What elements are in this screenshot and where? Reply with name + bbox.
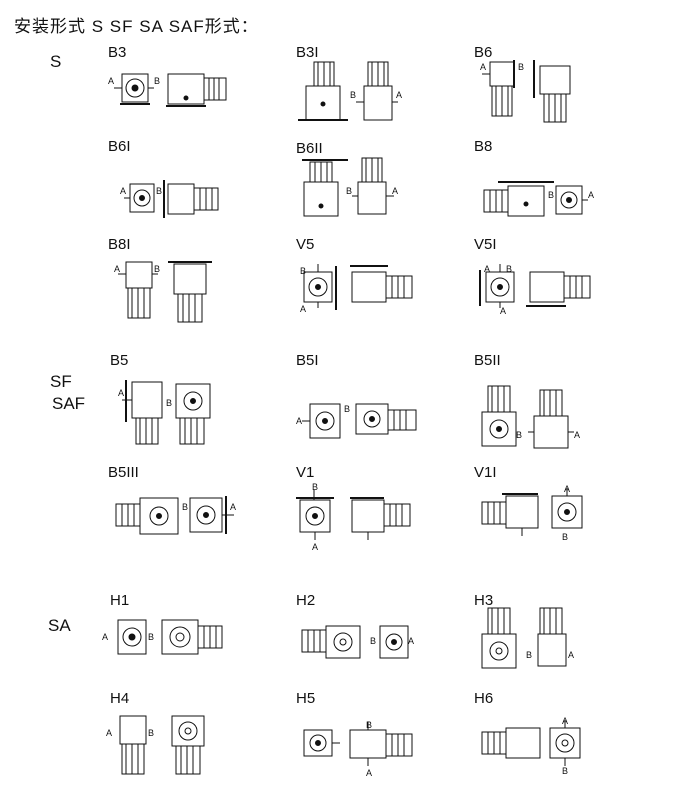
shaft-b-label: B xyxy=(182,502,188,512)
series-label-sa: SA xyxy=(48,616,71,635)
shaft-b-label: B xyxy=(346,186,352,196)
shaft-b-label: B xyxy=(148,728,154,738)
shaft-b-label: B xyxy=(506,264,512,274)
position-label-b6: B6 xyxy=(474,44,493,61)
position-label-b5: B5 xyxy=(110,352,129,369)
gearmotor-figure-b3: A B xyxy=(108,73,227,107)
position-label-b5i: B5I xyxy=(296,352,319,369)
page-title: 安装形式 S SF SA SAF形式： xyxy=(14,17,259,36)
shaft-a-label: A xyxy=(312,542,318,552)
gearmotor-figure-v1: B A xyxy=(296,482,411,552)
gearmotor-figure-h4: A B xyxy=(106,715,205,775)
gearmotor-figure-h6: A B xyxy=(481,716,581,776)
gearmotor-figure-h2: B A xyxy=(301,625,414,659)
shaft-a-label-lower: A xyxy=(500,306,506,316)
gearmotor-figure-h3: B A xyxy=(481,607,574,669)
position-label-v5i: V5I xyxy=(474,236,497,253)
shaft-b-label: B xyxy=(350,90,356,100)
shaft-b-label: B xyxy=(344,404,350,414)
shaft-b-label: B xyxy=(548,190,554,200)
gearmotor-figure-b3i: B A xyxy=(298,61,402,121)
position-label-v1i: V1I xyxy=(474,464,497,481)
position-label-b8: B8 xyxy=(474,138,493,155)
shaft-a-label: A xyxy=(300,304,306,314)
shaft-b-label: B xyxy=(366,720,372,730)
gearmotor-figure-b6ii: B A xyxy=(302,157,398,217)
shaft-a-label: A xyxy=(118,388,124,398)
shaft-b-label: B xyxy=(370,636,376,646)
gearmotor-figure-b6: A B xyxy=(480,60,571,123)
shaft-a-label: A xyxy=(230,502,236,512)
gearmotor-figure-h5: B A xyxy=(303,720,413,778)
series-label-sf: SF xyxy=(50,372,72,391)
shaft-b-label: B xyxy=(156,186,162,196)
shaft-a-label: A xyxy=(574,430,580,440)
shaft-a-label: A xyxy=(120,186,126,196)
shaft-b-label: B xyxy=(312,482,318,492)
shaft-a-label: A xyxy=(366,768,372,778)
gearmotor-figure-v5i: A B A xyxy=(479,264,591,316)
position-label-b3i: B3I xyxy=(296,44,319,61)
shaft-b-label: B xyxy=(562,532,568,542)
shaft-a-label: A xyxy=(480,62,486,72)
position-label-b8i: B8I xyxy=(108,236,131,253)
position-label-b3: B3 xyxy=(108,44,127,61)
gearmotor-figure-v1i: A B xyxy=(481,484,583,542)
gearmotor-figure-b8i: A B xyxy=(114,261,212,323)
gearmotor-figure-b5: A B xyxy=(118,380,211,445)
shaft-a-label: A xyxy=(408,636,414,646)
shaft-a-label: A xyxy=(102,632,108,642)
position-label-h5: H5 xyxy=(296,690,316,707)
shaft-a-label: A xyxy=(296,416,302,426)
shaft-b-label: B xyxy=(166,398,172,408)
position-label-v1: V1 xyxy=(296,464,315,481)
shaft-a-label: A xyxy=(484,264,490,274)
shaft-b-label: B xyxy=(148,632,154,642)
position-label-b5ii: B5II xyxy=(474,352,501,369)
shaft-b-label: B xyxy=(154,264,160,274)
position-label-h6: H6 xyxy=(474,690,494,707)
gearmotor-figure-b8: B A xyxy=(483,181,594,217)
shaft-a-label: A xyxy=(562,716,568,726)
shaft-a-label: A xyxy=(564,484,570,494)
shaft-a-label: A xyxy=(588,190,594,200)
shaft-b-label: B xyxy=(300,266,306,276)
shaft-b-label: B xyxy=(518,62,524,72)
shaft-a-label: A xyxy=(392,186,398,196)
gearmotor-figure-b6i: A B xyxy=(120,180,219,218)
series-label-saf: SAF xyxy=(52,394,86,413)
position-label-b6ii: B6II xyxy=(296,140,323,157)
shaft-b-label: B xyxy=(562,766,568,776)
position-label-v5: V5 xyxy=(296,236,315,253)
shaft-b-label: B xyxy=(516,430,522,440)
position-label-h4: H4 xyxy=(110,690,130,707)
shaft-a-label: A xyxy=(106,728,112,738)
shaft-a-label: A xyxy=(396,90,402,100)
gearmotor-figure-b5ii: B A xyxy=(481,385,580,449)
gearmotor-figure-b5iii: B A xyxy=(115,496,236,535)
shaft-a-label: A xyxy=(108,76,114,86)
shaft-a-label: A xyxy=(114,264,120,274)
position-label-h3: H3 xyxy=(474,592,494,609)
gearmotor-figure-v5: B A xyxy=(300,264,413,314)
position-label-h2: H2 xyxy=(296,592,316,609)
shaft-b-label: B xyxy=(154,76,160,86)
shaft-a-label: A xyxy=(568,650,574,660)
position-label-b6i: B6I xyxy=(108,138,131,155)
gearmotor-figure-h1: A B xyxy=(102,619,223,655)
shaft-b-label: B xyxy=(526,650,532,660)
series-label-s: S xyxy=(50,52,62,71)
position-label-b5iii: B5III xyxy=(108,464,139,481)
gearmotor-figure-b5i: A B xyxy=(296,403,417,439)
position-label-h1: H1 xyxy=(110,592,130,609)
